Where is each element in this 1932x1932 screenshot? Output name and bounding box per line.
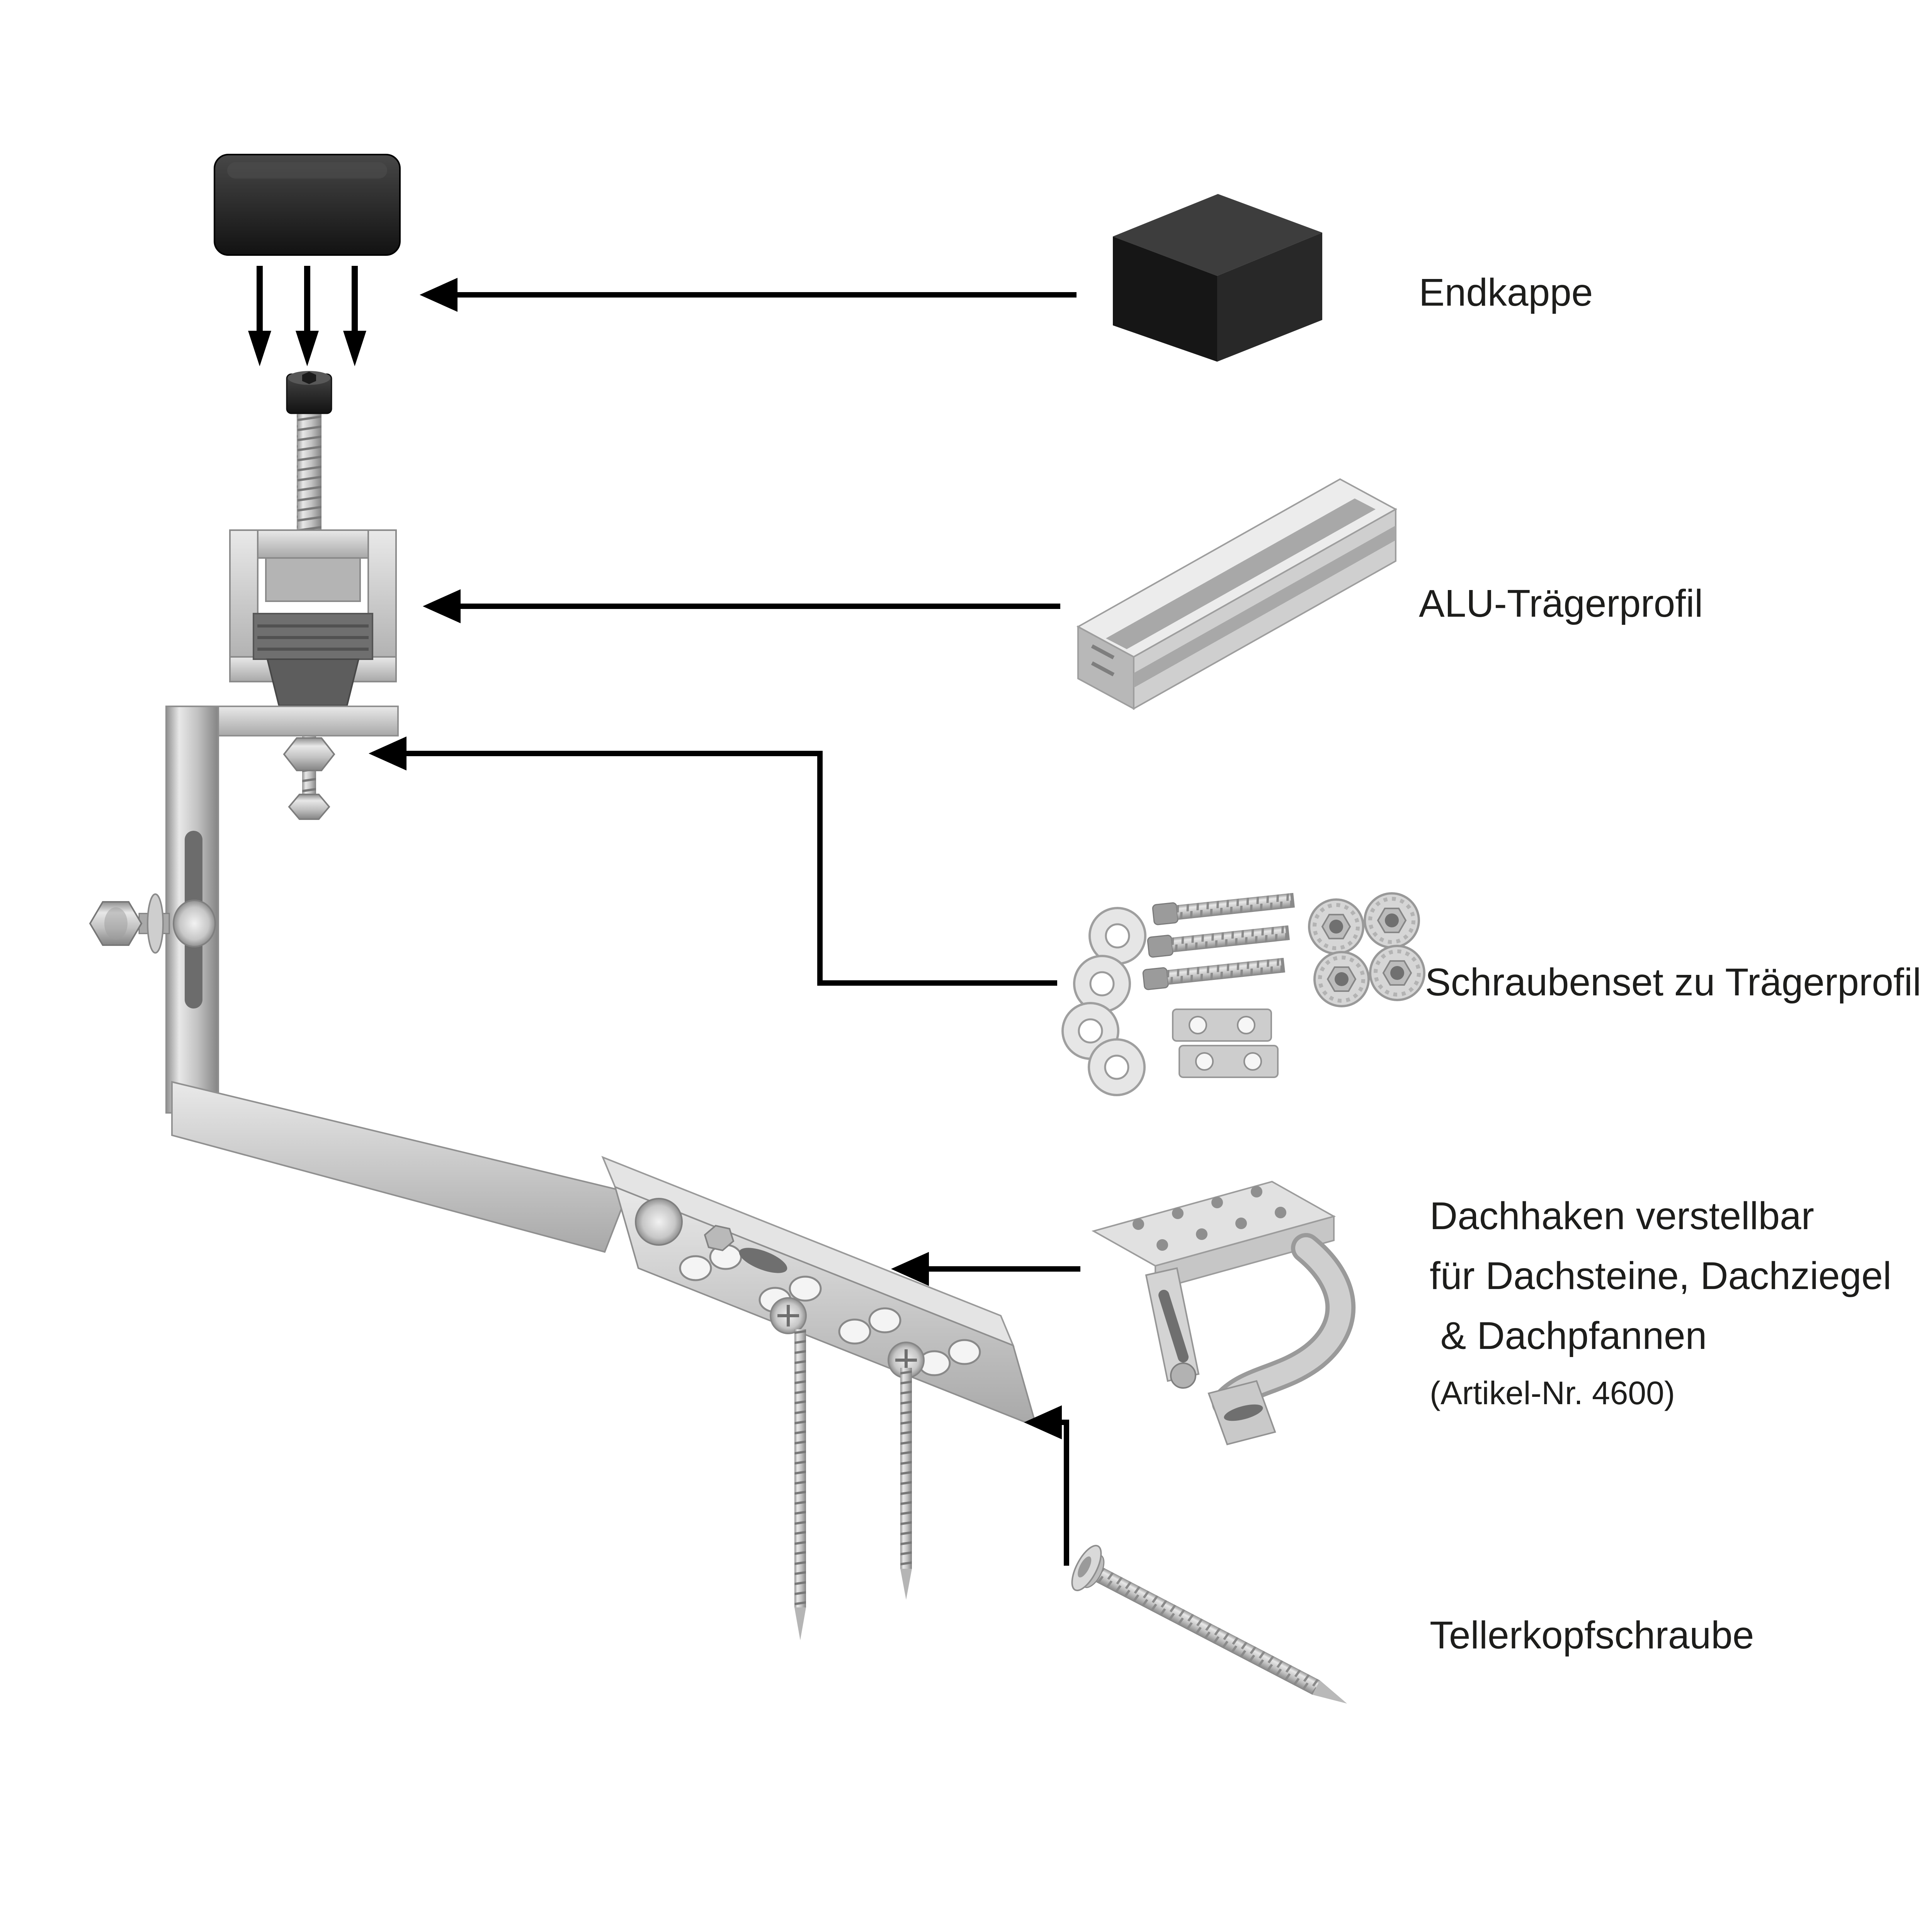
- assembly-rail-clamp: [229, 529, 397, 706]
- label-dachhaken-line1: Dachhaken verstellbar: [1430, 1194, 1814, 1238]
- product-pan-head-screw: [1071, 1544, 1347, 1704]
- assembly-roof-hook-bracket: [165, 706, 1038, 1428]
- arrow-schraubenset: [405, 751, 1057, 986]
- assembly-wood-screws: [794, 1329, 912, 1640]
- product-screw-set: [1063, 889, 1424, 1095]
- product-alu-rail: [1076, 478, 1398, 710]
- assembly-socket-bolt: [286, 371, 332, 538]
- assembly-endcap: [214, 154, 401, 256]
- product-endkappe: [1113, 194, 1322, 362]
- bracket-plate-joint: [635, 1198, 787, 1273]
- wood-screw: [900, 1368, 912, 1600]
- arrow-tellerkopfschraube: [1060, 1420, 1069, 1566]
- assembly-exploded-view: [89, 154, 1038, 1640]
- roof-hook-holes: [1133, 1186, 1286, 1251]
- flange-nuts: [1309, 893, 1424, 1006]
- washers: [1063, 908, 1145, 1095]
- product-roof-hook: [1091, 1180, 1356, 1446]
- label-dachhaken-line2: für Dachsteine, Dachziegel: [1430, 1254, 1892, 1298]
- label-schraubenset: Schraubenset zu Trägerprofil: [1425, 961, 1922, 1004]
- label-dachhaken: Dachhaken verstellbar für Dachsteine, Da…: [1430, 1186, 1891, 1420]
- label-dachhaken-line3: & Dachpfannen: [1430, 1314, 1707, 1357]
- carriage-bolt-dome: [173, 900, 216, 947]
- label-dachhaken-artikelnr: (Artikel-Nr. 4600): [1430, 1375, 1675, 1411]
- assembly-side-bolt: [89, 893, 170, 954]
- threaded-studs: [1142, 889, 1296, 991]
- arrow-heads: [369, 278, 1062, 1439]
- label-alu-traegerprofil: ALU-Trägerprofil: [1419, 582, 1703, 625]
- plate-screw-heads: [770, 1297, 925, 1379]
- label-endkappe: Endkappe: [1419, 271, 1593, 314]
- callout-arrows: [369, 278, 1080, 1566]
- label-tellerkopfschraube: Tellerkopfschraube: [1430, 1614, 1754, 1657]
- connector-plates: [1172, 1009, 1279, 1078]
- explode-arrows: [248, 266, 366, 366]
- wood-screw: [794, 1329, 806, 1640]
- assembly-nut-stack: [283, 736, 335, 820]
